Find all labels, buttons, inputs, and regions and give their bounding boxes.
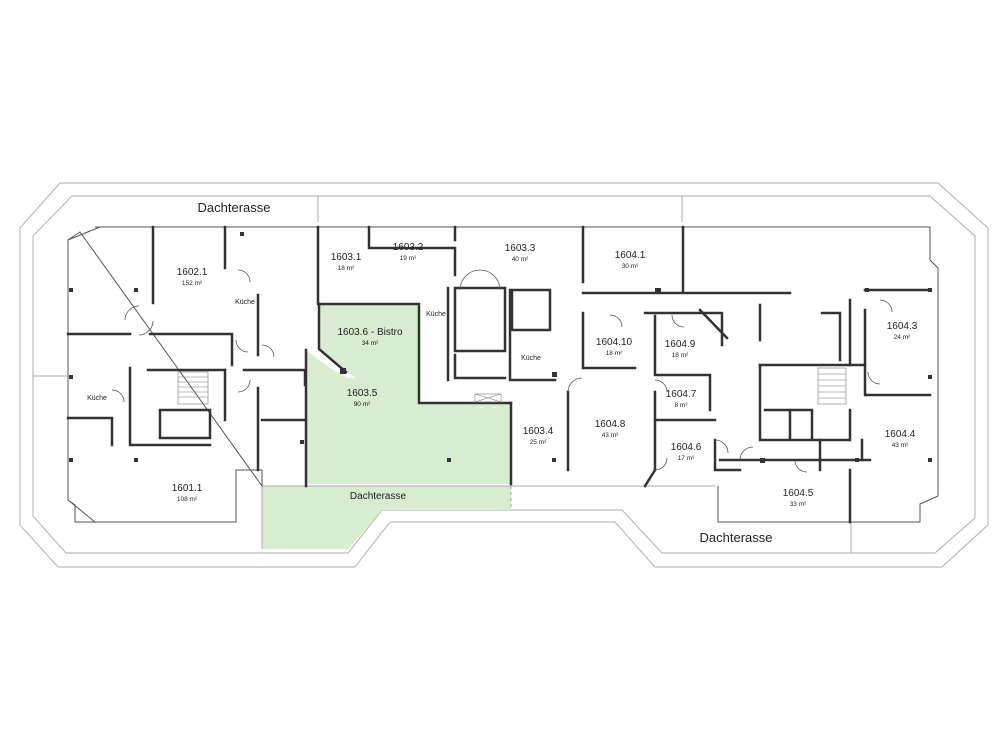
stair-core-right	[474, 367, 847, 405]
room-number: 1603.5	[347, 388, 378, 399]
room-number: 1604.9	[665, 339, 696, 350]
room-number: 1604.10	[596, 337, 633, 348]
terrace-label-middle: Dachterasse	[350, 491, 407, 502]
room-1604-6[interactable]: 1604.6 17 m²	[671, 442, 702, 462]
room-1603-5[interactable]: 1603.5 90 m²	[347, 388, 378, 408]
bistro-highlight	[319, 304, 419, 378]
room-area: 152 m²	[182, 280, 203, 287]
room-number: 1602.1	[177, 267, 208, 278]
room-number: 1603.2	[393, 242, 424, 253]
room-area: 30 m²	[622, 263, 639, 270]
room-1604-3[interactable]: 1604.3 24 m²	[887, 321, 918, 341]
room-1604-4[interactable]: 1604.4 43 m²	[885, 429, 916, 449]
doors	[111, 269, 893, 473]
room-1603-1[interactable]: 1603.1 18 m²	[331, 252, 362, 272]
kitchen-label: Küche	[426, 311, 446, 318]
room-1604-10[interactable]: 1604.10 18 m²	[596, 337, 633, 357]
highlighted-rental-area	[262, 304, 511, 549]
room-number: 1604.4	[885, 429, 916, 440]
room-number: 1604.3	[887, 321, 918, 332]
room-1604-7[interactable]: 1604.7 8 m²	[666, 389, 697, 409]
room-1604-8[interactable]: 1604.8 43 m²	[595, 419, 626, 439]
room-area: 18 m²	[338, 265, 355, 272]
kitchen-label: Küche	[87, 395, 107, 402]
room-area: 90 m²	[354, 401, 371, 408]
columns	[69, 232, 932, 463]
room-1604-1[interactable]: 1604.1 30 m²	[615, 250, 646, 270]
room-area: 40 m²	[512, 256, 529, 263]
terrace-label-bottom-right: Dachterasse	[700, 530, 773, 545]
room-area: 108 m²	[177, 496, 198, 503]
room-1603-6-bistro[interactable]: 1603.6 - Bistro 34 m²	[337, 327, 402, 347]
building-perimeter	[67, 226, 939, 523]
room-area: 33 m²	[790, 501, 807, 508]
room-number: 1604.1	[615, 250, 646, 261]
room-number: 1603.4	[523, 426, 554, 437]
room-area: 34 m²	[362, 340, 379, 347]
room-1603-5-highlight	[306, 350, 511, 484]
room-number: 1604.7	[666, 389, 697, 400]
kitchen-label: Küche	[521, 355, 541, 362]
room-number: 1604.6	[671, 442, 702, 453]
room-area: 43 m²	[892, 442, 909, 449]
room-number: 1604.5	[783, 488, 814, 499]
room-number: 1604.8	[595, 419, 626, 430]
room-area: 19 m²	[400, 255, 417, 262]
walls	[66, 225, 932, 524]
thin-lines	[33, 196, 852, 553]
room-1604-5[interactable]: 1604.5 33 m²	[783, 488, 814, 508]
room-area: 25 m²	[530, 439, 547, 446]
building-outline	[19, 182, 989, 568]
room-area: 24 m²	[894, 334, 911, 341]
room-area: 17 m²	[678, 455, 695, 462]
room-area: 43 m²	[602, 432, 619, 439]
stair-core-left	[177, 371, 209, 405]
room-1602-1[interactable]: 1602.1 152 m²	[177, 267, 208, 287]
room-area: 18 m²	[672, 352, 689, 359]
terrace-label-top: Dachterasse	[198, 200, 271, 215]
kitchen-label: Küche	[235, 299, 255, 306]
room-number: 1601.1	[172, 483, 203, 494]
room-number: 1603.1	[331, 252, 362, 263]
room-area: 8 m²	[675, 402, 689, 409]
room-area: 18 m²	[606, 350, 623, 357]
terrace-highlight	[262, 486, 511, 549]
room-1601-1[interactable]: 1601.1 108 m²	[172, 483, 203, 503]
room-1603-3[interactable]: 1603.3 40 m²	[505, 243, 536, 263]
room-number: 1603.6 - Bistro	[337, 327, 402, 338]
room-1603-2[interactable]: 1603.2 19 m²	[393, 242, 424, 262]
room-number: 1603.3	[505, 243, 536, 254]
room-1603-4[interactable]: 1603.4 25 m²	[523, 426, 554, 446]
room-1604-9[interactable]: 1604.9 18 m²	[665, 339, 696, 359]
